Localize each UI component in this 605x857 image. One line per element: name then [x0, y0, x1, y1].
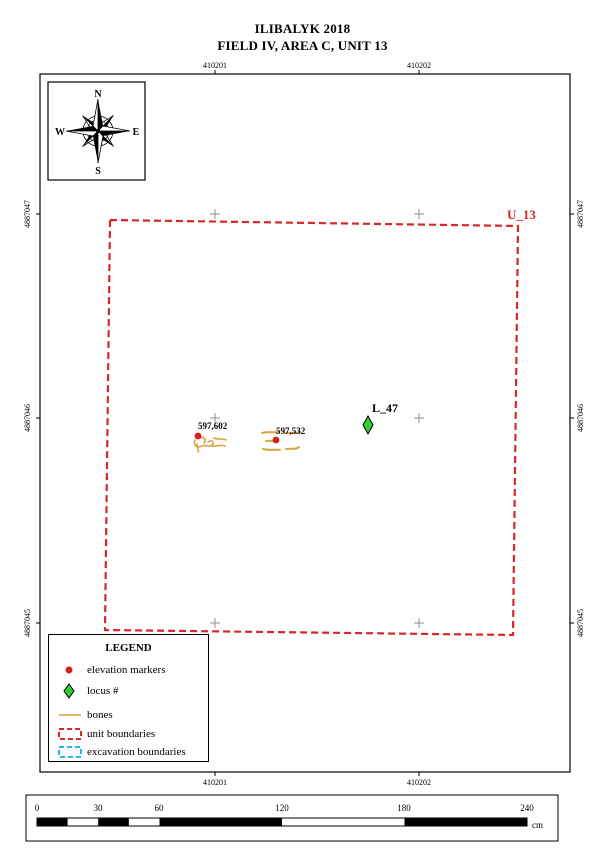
- compass-rose-icon: [65, 98, 131, 164]
- scale-tick-30: 30: [94, 803, 104, 813]
- northing-left-2: 4887046: [23, 404, 32, 432]
- unit-label: U_13: [507, 207, 536, 222]
- compass-south: S: [95, 166, 101, 177]
- northing-right-1: 4887047: [576, 200, 585, 228]
- elevation-marker-dot: [194, 432, 202, 440]
- easting-top-1: 410201: [203, 61, 227, 70]
- elevation-marker-dot: [272, 436, 280, 444]
- scale-tick-60: 60: [155, 803, 165, 813]
- northing-right-3: 4887045: [576, 609, 585, 637]
- bones-cluster-2: [261, 431, 301, 451]
- legend-label: excavation boundaries: [87, 746, 186, 758]
- legend-title: LEGEND: [105, 642, 152, 654]
- easting-bottom-1: 410201: [203, 778, 227, 787]
- locus-diamond-icon: [362, 414, 374, 436]
- grid-crosses: [210, 209, 424, 628]
- easting-top-2: 410202: [407, 61, 431, 70]
- compass-east: E: [133, 127, 140, 138]
- map-title-line-2: FIELD IV, AREA C, UNIT 13: [217, 38, 388, 53]
- red-dot-icon: [65, 666, 73, 674]
- legend-item-bones: bones: [49, 707, 208, 723]
- easting-bottom-2: 410202: [407, 778, 431, 787]
- map-frame: [39, 73, 571, 773]
- map-title-line-1: ILIBALYK 2018: [254, 21, 351, 36]
- legend-item-excavation-boundaries: excavation boundaries: [49, 744, 208, 760]
- legend-item-unit-boundaries: unit boundaries: [49, 726, 208, 742]
- red-dashed-box-icon: [58, 728, 82, 740]
- legend-label: elevation markers: [87, 664, 166, 676]
- scale-unit: cm: [532, 820, 543, 830]
- compass-west: W: [55, 127, 65, 138]
- legend-label: locus #: [87, 685, 119, 697]
- legend-label: bones: [87, 709, 113, 721]
- legend: LEGEND elevation markers locus # bones u…: [48, 634, 209, 762]
- scale-bar: [36, 817, 528, 827]
- northing-right-2: 4887046: [576, 404, 585, 432]
- blue-dashed-box-icon: [58, 746, 82, 758]
- legend-label: unit boundaries: [87, 728, 156, 740]
- compass-north: N: [94, 89, 102, 100]
- northing-left-1: 4887047: [23, 200, 32, 228]
- legend-item-locus: locus #: [49, 683, 208, 699]
- bones-cluster-1: [193, 436, 227, 453]
- legend-item-elevation-markers: elevation markers: [49, 662, 208, 678]
- elevation-marker-label: 597,532: [276, 426, 306, 436]
- elevation-marker-label: 597,602: [198, 421, 228, 431]
- unit-boundary: [103, 218, 520, 637]
- green-diamond-icon: [63, 683, 75, 699]
- yellow-line-icon: [59, 714, 81, 716]
- locus-label: L_47: [372, 401, 398, 415]
- scale-tick-0: 0: [35, 803, 40, 813]
- scale-tick-120: 120: [275, 803, 289, 813]
- scale-tick-240: 240: [520, 803, 534, 813]
- scale-tick-180: 180: [397, 803, 411, 813]
- northing-left-3: 4887045: [23, 609, 32, 637]
